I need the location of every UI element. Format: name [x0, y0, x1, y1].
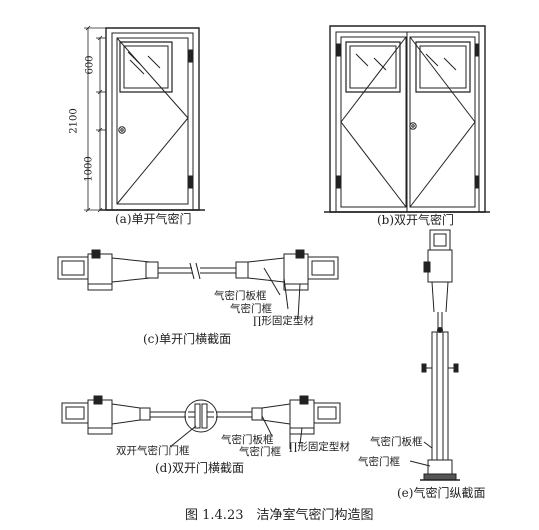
- double-door-section: [62, 396, 340, 449]
- label-e-door-frame: 气密门框: [358, 456, 400, 468]
- caption-single-door: (a)单开气密门: [115, 212, 192, 226]
- double-door-elevation: [324, 26, 490, 212]
- vertical-section: [410, 230, 460, 480]
- single-door-section: [58, 250, 338, 319]
- label-d-double-frame: 双开气密门门框: [116, 445, 190, 457]
- label-d-door-panel-frame: 气密门板框: [221, 434, 274, 446]
- label-d-door-frame: 气密门框: [239, 446, 281, 458]
- label-c-door-frame: 气密门框: [230, 303, 272, 315]
- caption-vertical-section: (e)气密门纵截面: [397, 486, 486, 500]
- caption-double-door: (b)双开气密门: [377, 213, 455, 227]
- dim-window-height: 600: [84, 55, 96, 75]
- caption-single-section: (c)单开门横截面: [143, 332, 232, 346]
- figure-caption: 图 1.4.23 洁净室气密门构造图: [185, 508, 374, 523]
- single-door-elevation: [100, 28, 205, 210]
- dim-handle-height: 1000: [83, 156, 95, 182]
- dim-total-height: 2100: [68, 108, 80, 134]
- label-e-door-panel-frame: 气密门板框: [370, 436, 423, 448]
- label-c-profile: ∏形固定型材: [253, 315, 314, 327]
- label-c-door-panel-frame: 气密门板框: [214, 290, 267, 302]
- caption-double-section: (d)双开门横截面: [155, 461, 245, 475]
- label-d-profile: ∏形固定型材: [289, 441, 350, 453]
- dimension-lines: [84, 26, 106, 212]
